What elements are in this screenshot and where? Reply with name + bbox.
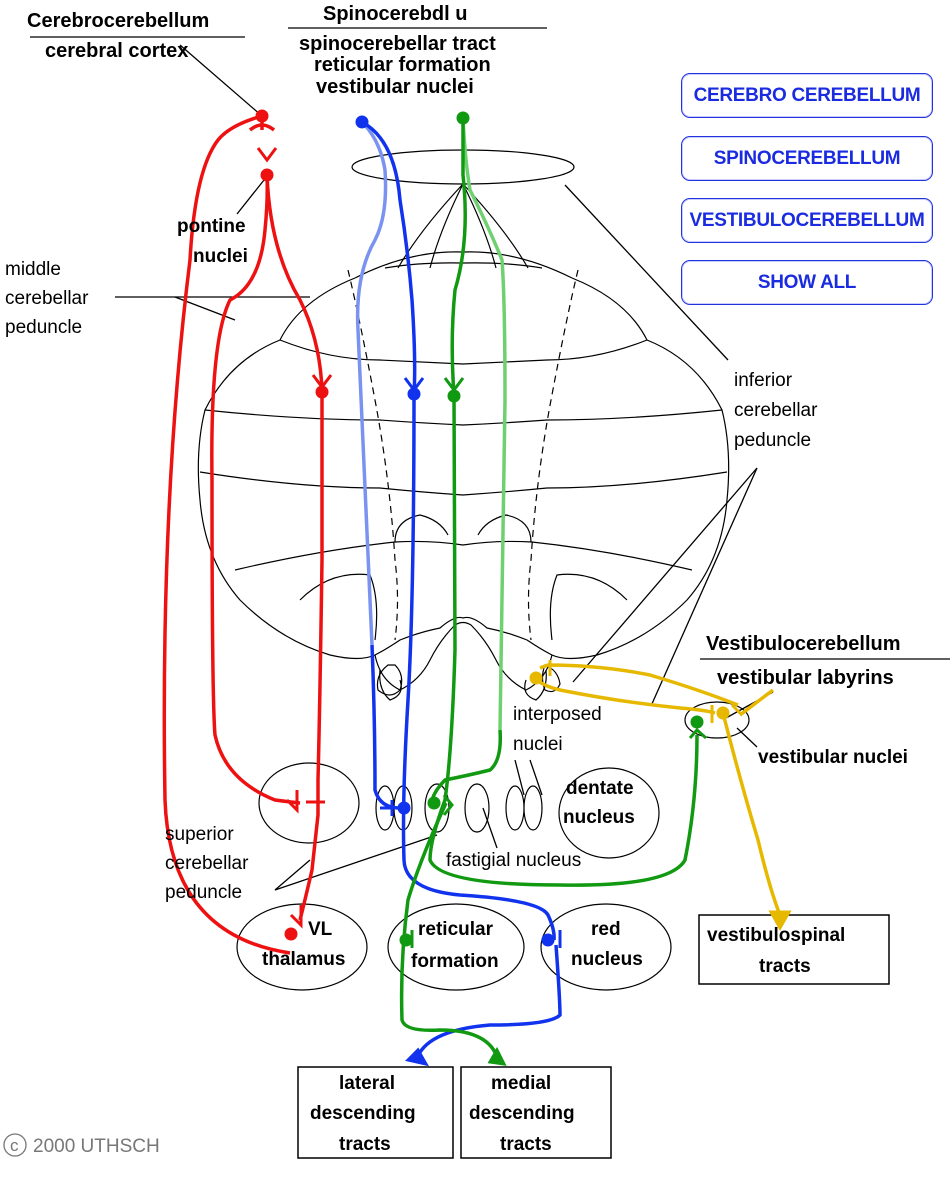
copyright-text: 2000 UTHSCH — [33, 1136, 160, 1157]
dentate-left-a — [505, 785, 525, 831]
interposed-nucleus-right — [464, 783, 490, 833]
vestibulospinal-box — [698, 914, 890, 985]
dentate-left-b — [523, 785, 543, 831]
medial-label-1: medial — [491, 1073, 551, 1094]
dentate-nucleus-ellipse — [558, 767, 660, 859]
red-label-2: nucleus — [571, 949, 643, 970]
cerebro-title: Cerebrocerebellum — [27, 10, 209, 32]
interposed-label-1: interposed — [513, 704, 602, 725]
vestibulo-pathway — [534, 663, 782, 916]
pontine-label-1: pontine — [177, 216, 246, 237]
medial-descending-box — [460, 1066, 612, 1159]
reticular-formation-ellipse — [387, 903, 525, 991]
vl-label-1: VL — [308, 919, 333, 940]
icp-label-3: peduncle — [734, 430, 811, 451]
spino-green-pathway — [399, 117, 699, 1061]
scp-label-3: peduncle — [165, 882, 242, 903]
vl-label-2: thalamus — [262, 949, 345, 970]
vestibulospinal-label-2: tracts — [759, 956, 811, 977]
lateral-label-2: descending — [310, 1103, 416, 1124]
pontine-label-2: nuclei — [193, 246, 248, 267]
leader-lines — [30, 27, 950, 891]
output-boxes — [297, 914, 890, 1159]
lateral-label-3: tracts — [339, 1134, 391, 1155]
spino-title: Spinocerebdl u — [323, 3, 467, 25]
cerebro-cerebellum-button[interactable]: CEREBRO CEREBELLUM — [681, 73, 933, 118]
mcp-label-1: middle — [5, 259, 61, 280]
medial-label-3: tracts — [500, 1134, 552, 1155]
reticular-label-1: reticular — [418, 919, 494, 940]
cerebro-terminals — [255, 109, 333, 941]
spino-source-3: vestibular nuclei — [316, 76, 474, 98]
vestibulo-terminals — [529, 660, 792, 932]
cerebro-source: cerebral cortex — [45, 40, 188, 62]
vestibular-nuclei-label: vestibular nuclei — [758, 747, 908, 768]
interposed-label-2: nuclei — [513, 734, 563, 755]
mcp-label-3: peduncle — [5, 317, 82, 338]
scp-label-2: cerebellar — [165, 853, 249, 874]
spino-blue-pathway — [355, 120, 562, 1057]
reticular-label-2: formation — [411, 951, 499, 972]
copyright-circle — [3, 1133, 27, 1157]
vestibulo-title: Vestibulocerebellum — [706, 633, 901, 655]
spino-green-terminals — [399, 111, 707, 1066]
spino-blue-terminals — [355, 115, 562, 1067]
scp-label-1: superior — [165, 824, 234, 845]
medial-label-2: descending — [469, 1103, 575, 1124]
deep-nuclei — [236, 701, 750, 991]
icp-label-2: cerebellar — [734, 400, 818, 421]
vestibulospinal-label-1: vestibulospinal — [707, 925, 845, 946]
spinocerebellum-button[interactable]: SPINOCEREBELLUM — [681, 136, 933, 181]
show-all-button[interactable]: SHOW ALL — [681, 260, 933, 305]
spino-source-2: reticular formation — [314, 54, 491, 76]
vl-thalamus-ellipse — [236, 903, 368, 991]
lateral-descending-box — [297, 1066, 454, 1159]
spino-source-1: spinocerebellar tract — [299, 33, 496, 55]
icp-label-1: inferior — [734, 370, 793, 391]
text-labels: Cerebrocerebellum cerebral cortex Spinoc… — [3, 3, 908, 1157]
vestibulocerebellum-button[interactable]: VESTIBULOCEREBELLUM — [681, 198, 933, 243]
copyright-symbol: c — [10, 1136, 19, 1155]
vestibulo-source: vestibular labyrins — [717, 667, 894, 689]
lateral-label-1: lateral — [339, 1073, 395, 1094]
dentate-label-2: nucleus — [563, 807, 635, 828]
cerebellum-outline — [197, 149, 730, 701]
dentate-label-1: dentate — [566, 778, 634, 799]
fastigial-label: fastigial nucleus — [446, 850, 581, 871]
mcp-label-2: cerebellar — [5, 288, 89, 309]
red-nucleus-ellipse — [540, 903, 672, 991]
cerebro-pathway — [162, 114, 325, 955]
red-label-1: red — [591, 919, 621, 940]
